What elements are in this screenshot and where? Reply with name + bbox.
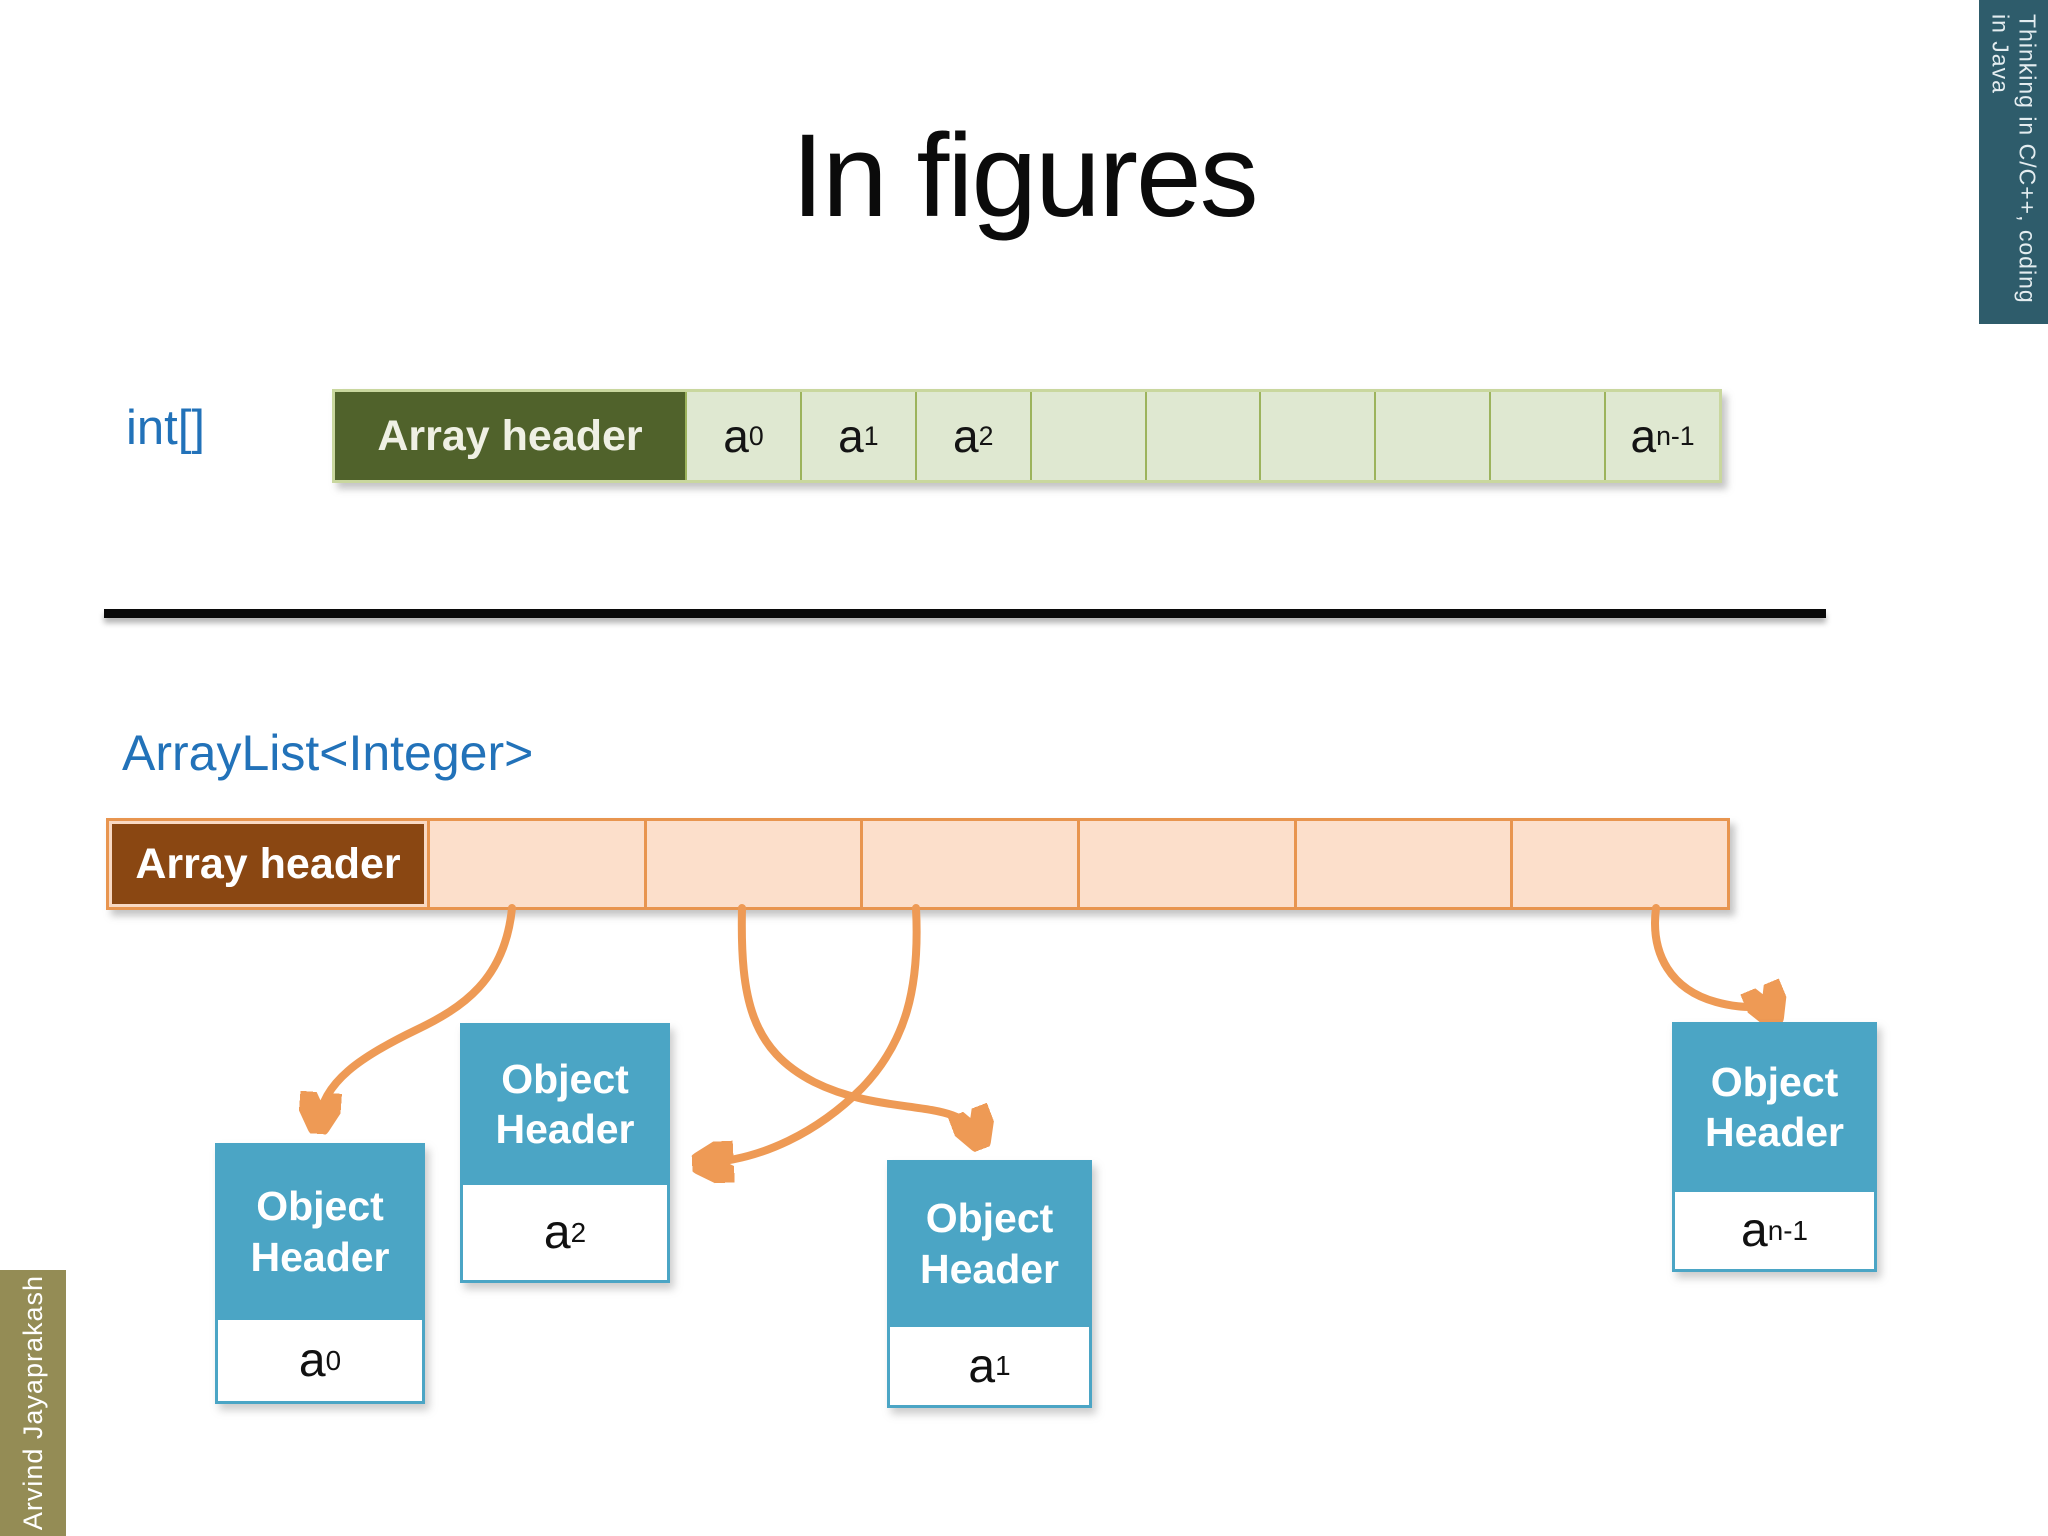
course-banner-text: Thinking in C/C++, coding in Java — [1987, 14, 2041, 304]
pointer-arrow-an1 — [1651, 904, 1771, 1014]
pointer-arrow-a1 — [737, 904, 978, 1138]
arraylist-row: Array header — [106, 818, 1730, 910]
int-array-label: int[] — [126, 401, 205, 455]
section-divider — [104, 609, 1826, 618]
object-header-label: Object Header — [460, 1023, 670, 1185]
int-array-cell — [1144, 392, 1260, 480]
int-array-cell — [1259, 392, 1374, 480]
object-header-label: Object Header — [215, 1143, 425, 1320]
author-banner: Arvind Jayaprakash — [0, 1270, 66, 1536]
pointer-arrow-a2 — [704, 904, 921, 1163]
author-banner-text: Arvind Jayaprakash — [17, 1275, 48, 1531]
arraylist-cell — [860, 821, 1077, 907]
arraylist-header: Array header — [109, 821, 427, 907]
object-header-label: Object Header — [1672, 1022, 1877, 1192]
object-header-label: Object Header — [887, 1160, 1092, 1327]
arraylist-cell — [1293, 821, 1511, 907]
int-array-cell — [1374, 392, 1489, 480]
arraylist-cell — [1510, 821, 1727, 907]
page-title: In figures — [791, 110, 1258, 242]
arraylist-cells — [427, 821, 1727, 907]
int-array-header: Array header — [335, 392, 685, 480]
arraylist-cell — [427, 821, 644, 907]
int-array-cell — [1489, 392, 1604, 480]
course-banner: Thinking in C/C++, coding in Java — [1979, 0, 2048, 324]
int-array-cell — [1029, 392, 1145, 480]
arraylist-cell — [1077, 821, 1294, 907]
arraylist-label: ArrayList<Integer> — [122, 725, 534, 781]
arraylist-cell — [643, 821, 861, 907]
